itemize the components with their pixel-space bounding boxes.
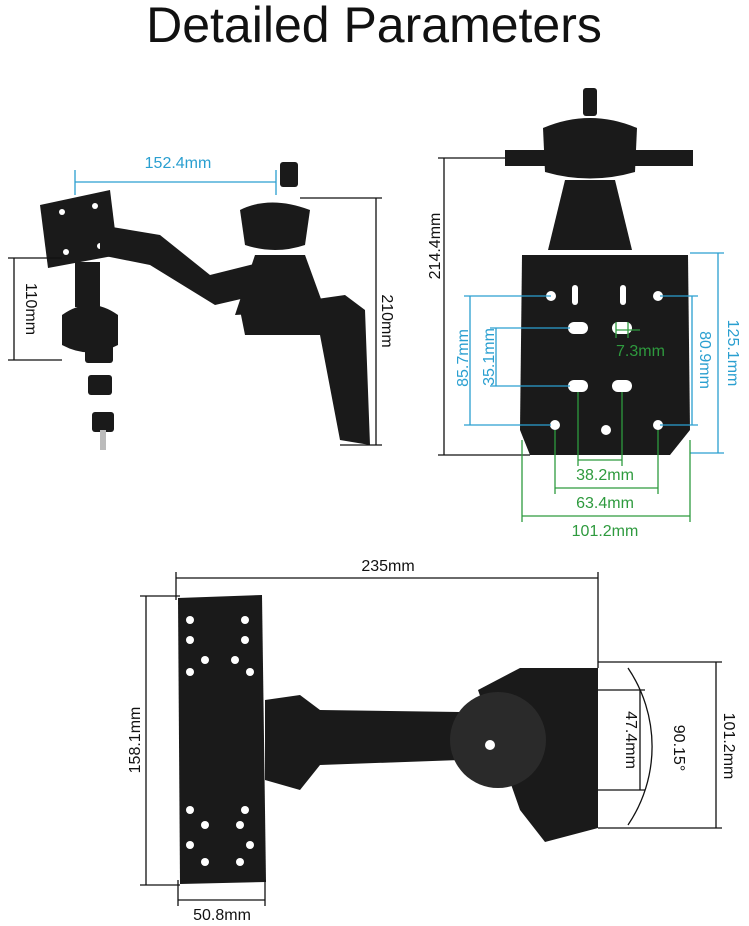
width-outer-label: 101.2mm [572,523,639,540]
page-title: Detailed Parameters [146,0,602,53]
hole-spacing-outer-label: 85.7mm [455,329,472,387]
angle-label: 90.15° [670,725,687,771]
plate-length-label: 158.1mm [127,707,144,774]
bracket-inner-label: 47.4mm [622,711,639,769]
front-view-mount [505,88,693,455]
hole-spacing-inner-label: 35.1mm [481,328,498,386]
side-width-label: 152.4mm [145,155,212,172]
front-height-label: 214.4mm [427,213,444,280]
top-view-mount [178,595,598,884]
width-inner-label: 38.2mm [576,467,634,484]
slot-width-label: 7.3mm [616,343,665,360]
plate-height-label: 125.1mm [724,320,741,387]
side-height-label: 210mm [378,294,395,347]
side-view-mount [40,162,370,450]
knob-height-label: 110mm [22,283,39,335]
total-length-label: 235mm [361,558,414,575]
plate-width-label: 50.8mm [193,907,251,924]
width-mid-label: 63.4mm [576,495,634,512]
bracket-height-label: 101.2mm [720,713,737,780]
hole-vertical-label: 80.9mm [696,331,713,389]
